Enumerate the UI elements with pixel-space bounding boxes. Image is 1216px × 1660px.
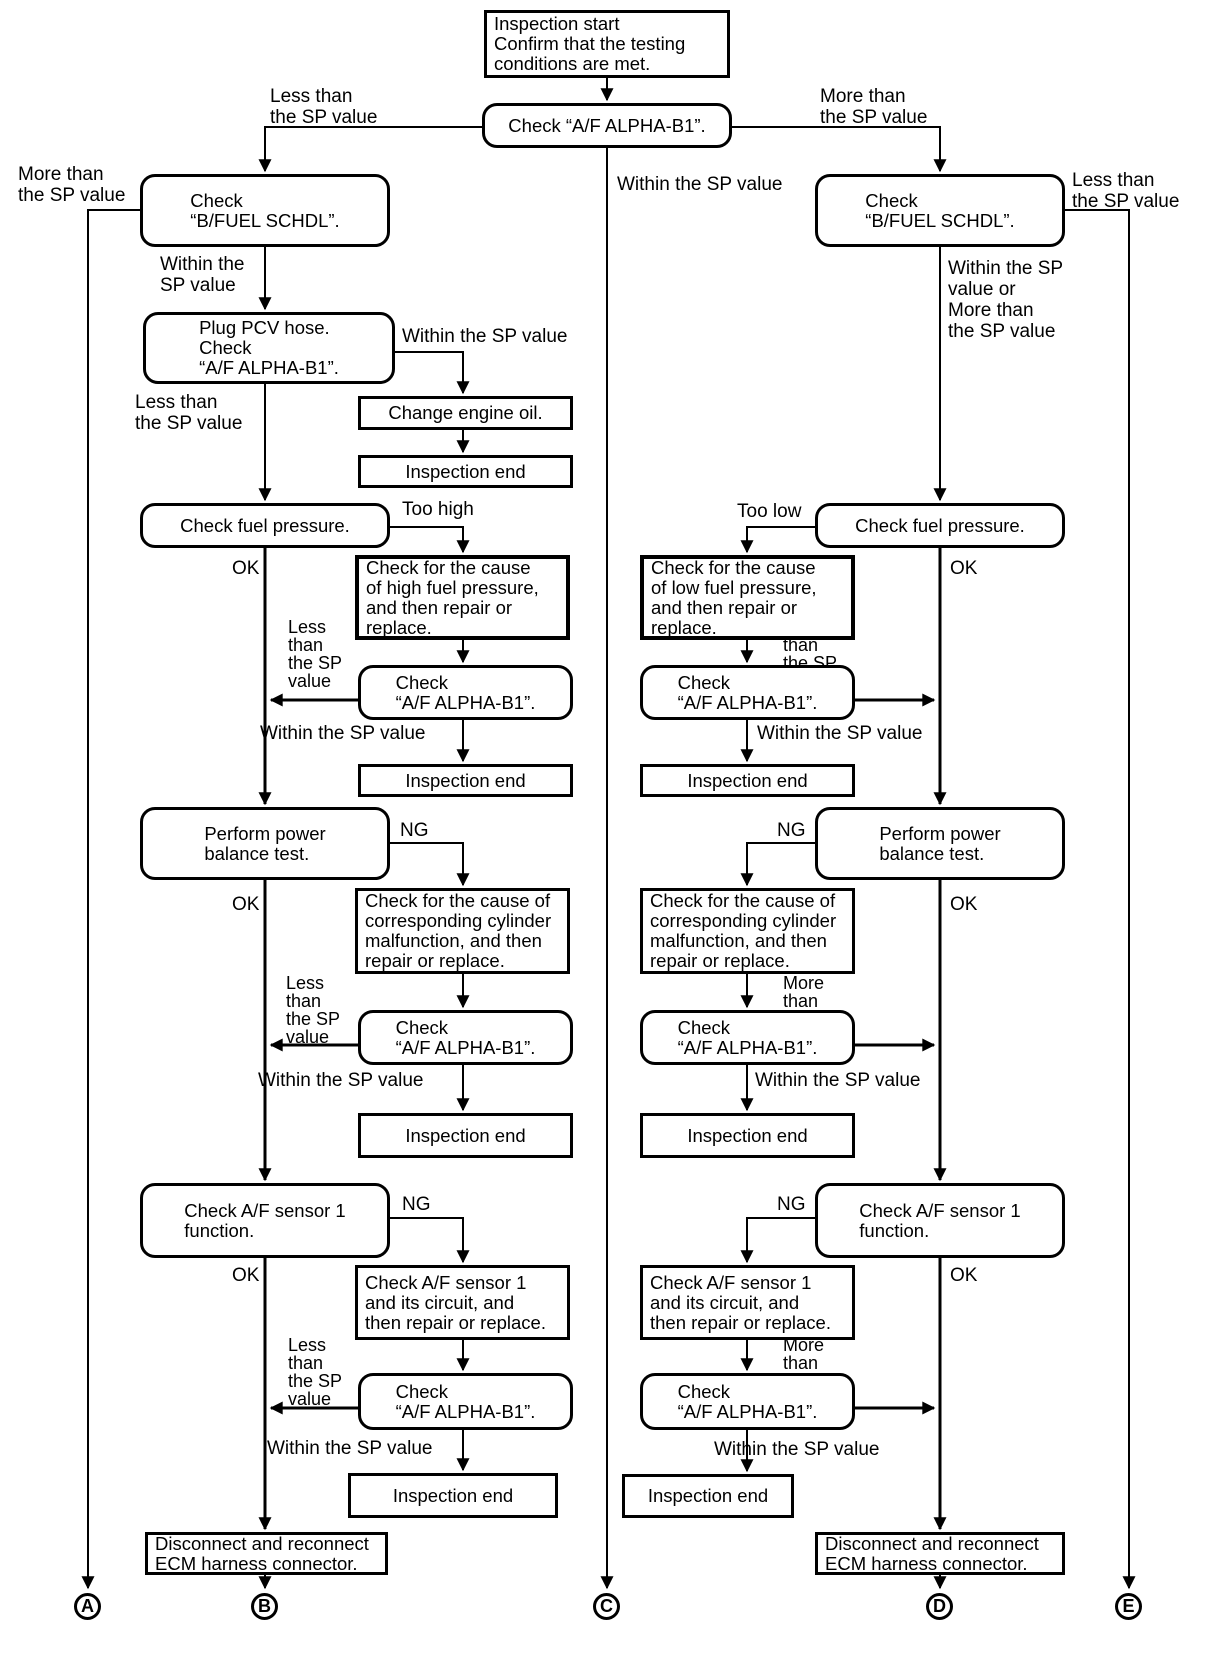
node-right-check-alpha-3: Check “A/F ALPHA-B1”.	[640, 1010, 855, 1065]
label-ok-right-2: OK	[950, 894, 978, 915]
label-within-left-4: Within the SP value	[267, 1438, 433, 1459]
node-right-sensor-circuit: Check A/F sensor 1 and its circuit, and …	[640, 1265, 855, 1340]
label-within-right-2: Within the SP value	[757, 723, 923, 744]
edge-lfp-toohigh	[390, 526, 470, 554]
label-within-right-4: Within the SP value	[714, 1439, 880, 1460]
node-left-power-balance: Perform power balance test.	[140, 807, 390, 880]
node-inspection-start: Inspection start Confirm that the testin…	[484, 10, 730, 78]
label-less-sp-left-2: Less than the SP value	[286, 973, 341, 1047]
label-ng-left-2: NG	[402, 1194, 431, 1215]
label-within-left-2: Within the SP value	[260, 723, 426, 744]
edge-far-right-line-e	[1065, 209, 1136, 1590]
node-right-inspection-end-2: Inspection end	[640, 764, 855, 797]
label-within-center: Within the SP value	[617, 174, 783, 195]
node-inspection-end-oil: Inspection end	[358, 455, 573, 488]
label-within-right-3: Within the SP value	[755, 1070, 921, 1091]
node-right-power-balance: Perform power balance test.	[815, 807, 1065, 880]
terminal-a: A	[74, 1593, 101, 1620]
node-left-inspection-end-4: Inspection end	[348, 1473, 558, 1518]
label-within-right-bfuel: Within the SP value or More than the SP …	[948, 258, 1064, 342]
node-plug-pcv: Plug PCV hose. Check “A/F ALPHA-B1”.	[143, 312, 395, 384]
label-within-left-bfuel: Within the SP value	[160, 254, 245, 296]
node-left-inspection-end-2: Inspection end	[358, 764, 573, 797]
terminal-e: E	[1115, 1593, 1142, 1620]
edge-rsensor-ng	[740, 1217, 815, 1264]
edge-rpb-ng	[740, 842, 815, 887]
node-left-fuel-pressure: Check fuel pressure.	[140, 503, 390, 548]
terminal-b: B	[251, 1593, 278, 1620]
edge-far-left-line-a	[81, 209, 140, 1590]
label-too-low: Too low	[737, 501, 802, 522]
node-right-inspection-end-3: Inspection end	[640, 1113, 855, 1158]
edge-plugpcv-to-changeoil	[395, 351, 470, 395]
label-less-sp-left-1: Less than the SP value	[288, 617, 343, 691]
node-left-check-bfuel: Check “B/FUEL SCHDL”.	[140, 174, 390, 247]
label-ok-right-1: OK	[950, 558, 978, 579]
node-right-check-sensor: Check A/F sensor 1 function.	[815, 1183, 1065, 1258]
terminal-c: C	[593, 1593, 620, 1620]
node-cause-high-pressure: Check for the cause of high fuel pressur…	[355, 555, 570, 640]
node-right-inspection-end-4: Inspection end	[622, 1474, 794, 1518]
node-right-check-alpha-4: Check “A/F ALPHA-B1”.	[640, 1373, 855, 1430]
label-too-high: Too high	[402, 499, 474, 520]
label-within-left-3: Within the SP value	[258, 1070, 424, 1091]
node-right-cause-cylinder: Check for the cause of corresponding cyl…	[640, 888, 855, 974]
edge-lsensor-ng	[390, 1217, 470, 1264]
terminal-d: D	[926, 1593, 953, 1620]
label-less-than-top: Less than the SP value	[270, 86, 378, 128]
label-within-plug-pcv: Within the SP value	[402, 326, 568, 347]
edge-alpha-to-left-bfuel	[258, 126, 482, 173]
edge-alpha-to-right-bfuel	[732, 126, 947, 173]
edge-lpb-ng	[390, 842, 470, 887]
node-left-cause-cylinder: Check for the cause of corresponding cyl…	[355, 888, 570, 974]
edge-rfp-toolow	[740, 526, 815, 554]
label-ok-left-2: OK	[232, 894, 260, 915]
label-ok-left-3: OK	[232, 1265, 260, 1286]
node-left-check-sensor: Check A/F sensor 1 function.	[140, 1183, 390, 1258]
node-change-oil: Change engine oil.	[358, 396, 573, 430]
label-less-than-plug-pcv: Less than the SP value	[135, 392, 243, 434]
label-less-than-far-right: Less than the SP value	[1072, 170, 1180, 212]
node-left-ecm: Disconnect and reconnect ECM harness con…	[145, 1532, 388, 1575]
node-left-check-alpha-3: Check “A/F ALPHA-B1”.	[358, 1010, 573, 1065]
label-more-than-far-left: More than the SP value	[18, 164, 126, 206]
label-ok-left-1: OK	[232, 558, 260, 579]
node-left-inspection-end-3: Inspection end	[358, 1113, 573, 1158]
label-ng-left-1: NG	[400, 820, 429, 841]
node-left-check-alpha-2: Check “A/F ALPHA-B1”.	[358, 665, 573, 720]
label-less-sp-left-3: Less than the SP value	[288, 1335, 343, 1409]
node-right-check-bfuel: Check “B/FUEL SCHDL”.	[815, 174, 1065, 247]
node-left-check-alpha-4: Check “A/F ALPHA-B1”.	[358, 1373, 573, 1430]
node-cause-low-pressure: Check for the cause of low fuel pressure…	[640, 555, 855, 640]
node-right-fuel-pressure: Check fuel pressure.	[815, 503, 1065, 548]
node-right-check-alpha-2: Check “A/F ALPHA-B1”.	[640, 665, 855, 720]
node-right-ecm: Disconnect and reconnect ECM harness con…	[815, 1532, 1065, 1575]
label-more-than-top: More than the SP value	[820, 86, 928, 128]
label-ok-right-3: OK	[950, 1265, 978, 1286]
node-check-alpha-top: Check “A/F ALPHA-B1”.	[482, 103, 732, 148]
node-left-sensor-circuit: Check A/F sensor 1 and its circuit, and …	[355, 1265, 570, 1340]
label-ng-right-2: NG	[777, 1194, 806, 1215]
label-ng-right-1: NG	[777, 820, 806, 841]
